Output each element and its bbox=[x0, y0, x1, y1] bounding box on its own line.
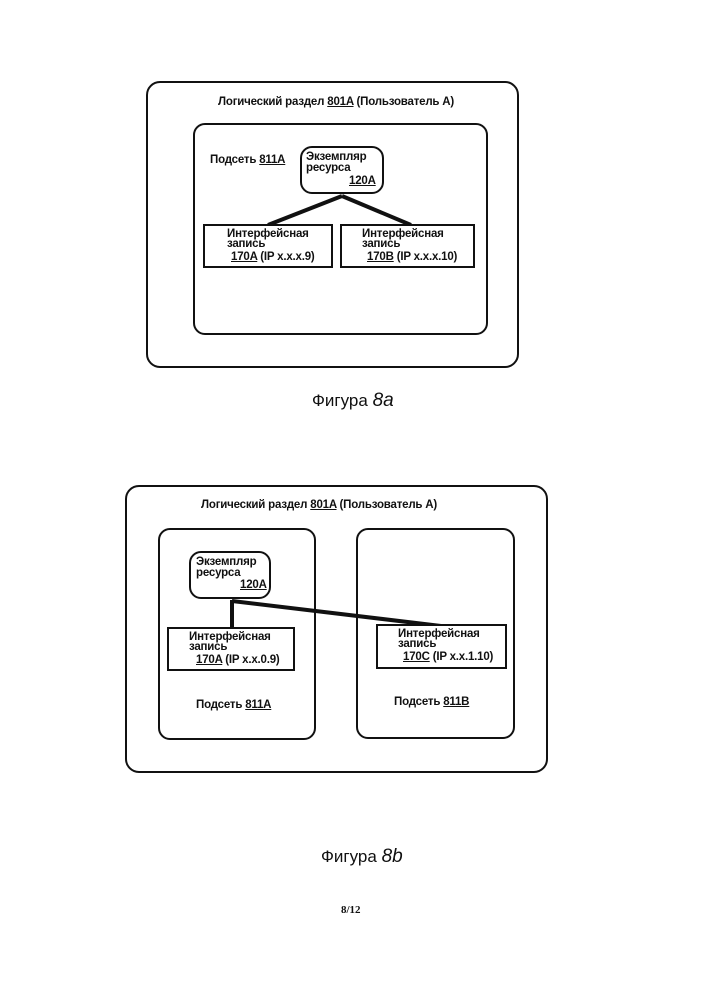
page-number: 8/12 bbox=[341, 904, 361, 916]
fig-b-interface-a-id: 170A bbox=[196, 654, 222, 666]
fig-b-interface-c-line2: запись bbox=[398, 638, 436, 650]
fig-b-subnet-a-id: 811A bbox=[245, 699, 271, 711]
fig-b-resource-line2: ресурса bbox=[196, 567, 240, 579]
fig-b-interface-c-idline: 170C (IP x.x.1.10) bbox=[403, 651, 493, 663]
fig-b-subnet-a-label: Подсеть bbox=[196, 699, 242, 711]
fig-b-resource-id: 120A bbox=[240, 579, 267, 591]
fig-b-interface-a-line2: запись bbox=[189, 641, 227, 653]
fig-b-interface-a-idline: 170A (IP x.x.0.9) bbox=[196, 654, 280, 666]
fig-b-interface-a-ip: (IP x.x.0.9) bbox=[225, 654, 279, 666]
fig-b-subnet-811a-title: Подсеть 811A bbox=[196, 699, 271, 711]
fig-b-caption-num: 8b bbox=[382, 846, 403, 867]
fig-b-subnet-811b-title: Подсеть 811B bbox=[394, 696, 469, 708]
fig-b-interface-c-id: 170C bbox=[403, 651, 430, 663]
fig-b-link-to-170c bbox=[232, 601, 441, 626]
fig-b-interface-c-ip: (IP x.x.1.10) bbox=[433, 651, 493, 663]
fig-b-caption: Фигура 8b bbox=[321, 846, 403, 868]
fig-b-subnet-b-label: Подсеть bbox=[394, 696, 440, 708]
fig-b-subnet-b-id: 811B bbox=[443, 696, 469, 708]
fig-b-caption-word: Фигура bbox=[321, 847, 377, 866]
